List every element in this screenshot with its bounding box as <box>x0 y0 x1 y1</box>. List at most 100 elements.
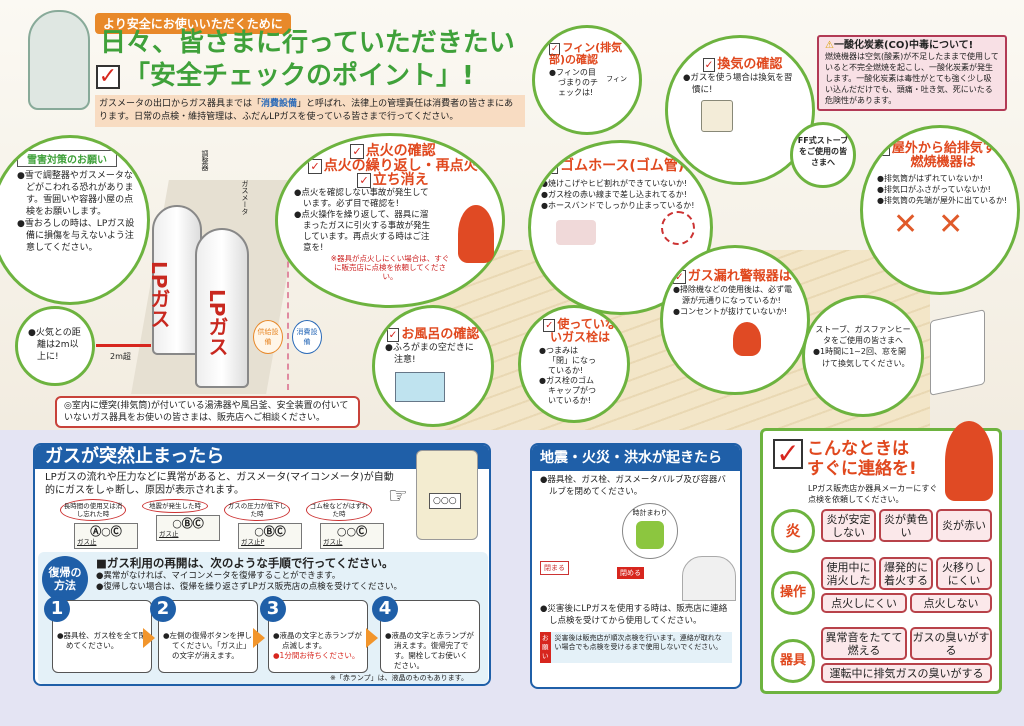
step-number: 2 <box>150 596 176 622</box>
co-body: 燃焼機器は空気(酸素)が不足したままで使用していると不完全燃焼を起こし、一酸化炭… <box>825 52 999 105</box>
howto-item: 異常がなければ、マイコンメータを復帰することができます。 <box>96 571 402 582</box>
howto-item: 復帰しない場合は、復帰を繰り返さずLPガス販売店の点検を受けてください。 <box>96 582 402 593</box>
disaster-title: 地震・火災・洪水が起きたら <box>532 445 740 471</box>
checkbox-icon: ✓ <box>96 64 120 89</box>
step-number: 4 <box>372 596 398 622</box>
woman-illustration <box>733 321 761 356</box>
contact-desc: LPガス販売店か器具メーカーにすぐ点検を依頼してください。 <box>808 484 938 504</box>
bath-item: ふろがまの空だきに注意! <box>385 342 481 366</box>
arrow-icon <box>143 628 155 648</box>
clockwise-label: 時計まわり <box>632 509 668 517</box>
symptom: 火移りしにくい <box>936 557 992 590</box>
step-text: 1分間お待ちください。 <box>273 651 363 661</box>
arrow-icon <box>253 628 265 648</box>
micom-meter-illustration: ○○○ <box>416 450 478 540</box>
tagline: より安全にお使いいただくために <box>95 13 291 34</box>
step-number: 1 <box>44 596 70 622</box>
arrow-icon <box>366 628 378 648</box>
prohibited-examples: ✕✕ <box>893 210 1009 240</box>
meter-label: ガスメータ <box>241 180 249 215</box>
contact-panel: ✓こんなときはすぐに連絡を! LPガス販売店か器具メーカーにすぐ点検を依頼してく… <box>760 421 1002 694</box>
cause-label: ガス止 <box>159 530 179 538</box>
alarm-item: コンセントが抜けていないか! <box>673 306 799 317</box>
cause-reason: ガスの圧力が低下した時 <box>224 499 290 521</box>
ignition-title: ✓点火の繰り返し・再点火 <box>308 157 478 174</box>
regulator-label: 調整器 <box>201 150 209 171</box>
co-title: 一酸化炭素(CO)中毒について! <box>833 40 974 51</box>
cause-label: ガス止 <box>77 538 97 546</box>
stove-illustration <box>930 309 985 396</box>
symptom: ガスの臭いがする <box>910 627 992 660</box>
symptom: 炎が赤い <box>936 509 992 542</box>
step-text: 器具栓、ガス栓を全て閉めてください。 <box>57 631 147 651</box>
ignition-note: ※器具が点火しにくい場合は、すぐに販売店に点検を依頼してください。 <box>330 254 450 282</box>
bath-title: お風呂の確認 <box>401 327 480 342</box>
unused-valve-item: ガス栓のゴムキャップがついているか! <box>539 376 597 406</box>
outdoor-exhaust-circle: ✓屋外から給排気する燃焼機器は 排気筒がはずれていないか!排気口がふさがっていな… <box>860 125 1020 295</box>
title-line2-text: 「安全チェックのポイント」! <box>124 61 474 91</box>
symptom: 炎が安定しない <box>821 509 876 542</box>
footnote: ※「赤ランプ」は、液晶のものもあります。 <box>330 674 468 682</box>
cause-display-value: ○ⒷⒸ <box>254 525 286 538</box>
co-warning-box: ⚠一酸化炭素(CO)中毒について! 燃焼機器は空気(酸素)が不足したままで使用し… <box>817 35 1007 111</box>
close-label: 閉まる <box>540 561 569 575</box>
step-3: 液晶の文字と赤ランプが点滅します。1分間お待ちください。 <box>268 600 368 673</box>
valve-illustration: 時計まわり 閉まる 閉める <box>532 501 740 601</box>
bath-circle: ✓お風呂の確認 ふろがまの空だきに注意! <box>372 305 494 427</box>
hose-item: 焼けこげやヒビ割れができていないか! <box>541 178 702 189</box>
cross-icon: ✕ <box>938 207 964 243</box>
distance-circle: 火気との距離は2m以上に! <box>15 306 95 386</box>
clockwise-bubble: 時計まわり <box>622 503 678 559</box>
outdoor-title: 屋外から給排気する燃焼機器は <box>891 141 1009 170</box>
howto-badge: 復帰の方法 <box>42 556 88 602</box>
snow-circle: 雪害対策のお願い 雪で調整器やガスメータなどがこわれる恐れがあります。雪囲いや容… <box>0 135 150 305</box>
outdoor-item: 排気口がふさがっていないか! <box>877 184 1009 195</box>
ventilation-title: 換気の確認 <box>717 57 783 72</box>
title-line2: ✓「安全チェックのポイント」! <box>96 61 474 91</box>
fin-circle: ✓フィン(排気部)の確認 フィンの目づまりのチェックは! フィン <box>532 25 642 135</box>
desc-text: ガスメータの出口からガス器具までは「 <box>99 99 262 109</box>
valve-handle-icon <box>636 521 664 549</box>
cause-display-value: Ⓐ○Ⓒ <box>90 525 122 538</box>
cause-reason: ゴム栓などがはずれた時 <box>306 499 372 521</box>
pot-illustration <box>556 219 596 245</box>
worker-illustration <box>28 10 90 110</box>
fin-title: フィン(排気部)の確認 <box>549 41 623 67</box>
hose-item: ホースバンドでしっかり止まっているか! <box>541 200 702 211</box>
alarm-title: ガス漏れ警報器は <box>687 269 792 284</box>
boundary-line <box>287 190 289 390</box>
symptom: 使用中に消火した <box>821 557 876 590</box>
symptom: 点火しない <box>910 593 992 613</box>
ignition-item: 点火を確認しない事故が発生しています。必ず目で確認を! <box>294 188 434 210</box>
cause-display-value: ○ⒷⒸ <box>172 517 204 530</box>
unused-valve-item: つまみは「閉」になっているか! <box>539 346 597 376</box>
symptom: 炎が黄色い <box>879 509 933 542</box>
cylinder-illustration <box>682 556 736 601</box>
unused-valve-title: 使っていないガス栓は <box>549 317 617 345</box>
cross-icon: ✕ <box>893 207 919 243</box>
disaster-item: 災害後にLPガスを使用する時は、販売店に連絡し点検を受けてから使用してください。 <box>540 603 732 627</box>
distance-text: 火気との距離は2m以上に! <box>28 327 84 363</box>
gas-stop-title: ガスが突然止まったら <box>35 445 489 469</box>
contact-title-line: すぐに連絡を! <box>807 459 917 479</box>
ff-stove-bubble: FF式ストーブをご使用の皆さまへ <box>790 122 856 188</box>
request-box: お願い災害後は販売店が順次点検を行います。連絡が取れない場合でも点検を受けるまで… <box>540 632 732 663</box>
distance-arrow <box>96 344 151 347</box>
desc-highlight: 消費設備 <box>261 99 298 109</box>
contact-title-line: こんなときは <box>807 439 909 459</box>
woman-illustration <box>458 205 494 263</box>
title-line1: 日々、皆さまに行っていただきたい <box>100 28 515 58</box>
fin-item: フィンの目づまりのチェックは! <box>549 68 599 98</box>
step-text: 左側の復帰ボタンを押してください。「ガス止」の文字が消えます。 <box>163 631 253 661</box>
meter-display: ○○○ <box>429 493 461 509</box>
warning-icon: ⚠ <box>825 40 834 51</box>
disaster-item: 器具栓、ガス栓、ガスメータバルブ及び容器バルブを閉めてください。 <box>540 474 732 498</box>
stove-text: ストーブ、ガスファンヒータをご使用の皆さまへ <box>815 325 911 345</box>
consumer-equipment-label: 消費設備 <box>292 320 322 354</box>
